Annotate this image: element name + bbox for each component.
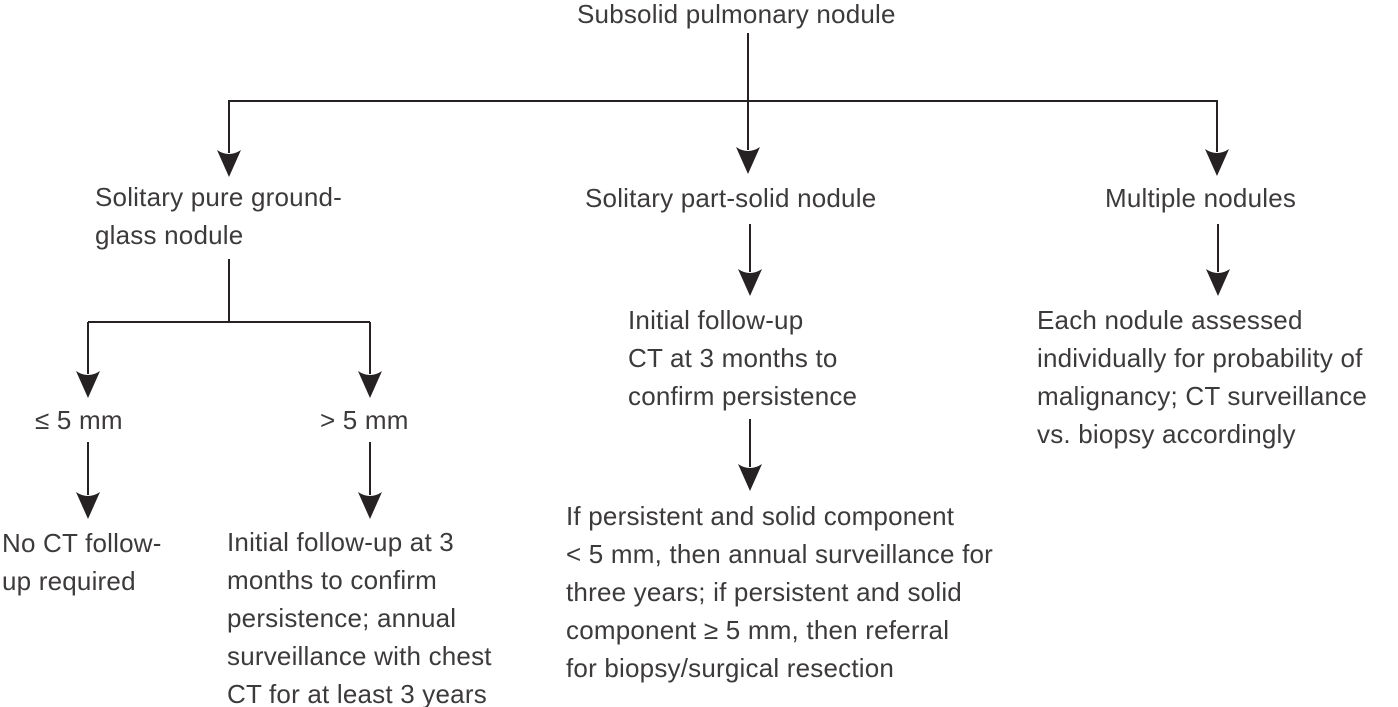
node-no-ct-followup: No CT follow- up required (2, 528, 162, 596)
node-gt5-outcome: Initial follow-up at 3 months to confirm… (227, 527, 492, 707)
node-root: Subsolid pulmonary nodule (577, 0, 896, 29)
arrow-down-icon (358, 371, 382, 398)
node-multiple-nodules: Multiple nodules (1105, 183, 1297, 213)
node-middle-initial-followup: Initial follow-up CT at 3 months to conf… (628, 305, 858, 411)
arrow-down-icon (738, 464, 762, 491)
node-solitary-pure-ground-glass: Solitary pure ground- glass nodule (95, 182, 342, 250)
arrow-down-icon (1205, 149, 1229, 176)
node-gt-5mm: > 5 mm (320, 405, 409, 435)
node-middle-outcome: If persistent and solid component < 5 mm… (566, 501, 994, 683)
arrow-down-icon (1206, 269, 1230, 296)
arrow-down-icon (358, 492, 382, 519)
node-solitary-part-solid: Solitary part-solid nodule (585, 183, 877, 213)
arrow-down-icon (217, 150, 241, 177)
arrow-down-icon (738, 269, 762, 296)
node-le-5mm: ≤ 5 mm (35, 405, 123, 435)
arrow-down-icon (736, 147, 760, 174)
arrow-down-icon (76, 371, 100, 398)
arrow-down-icon (76, 492, 100, 519)
node-right-outcome: Each nodule assessed individually for pr… (1037, 305, 1368, 449)
